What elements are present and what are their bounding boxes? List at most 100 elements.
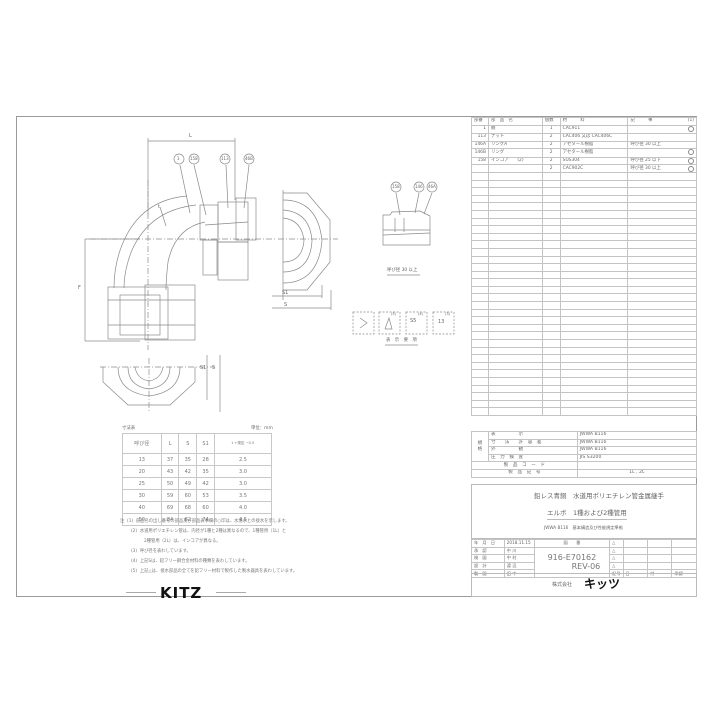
table-row [471, 407, 697, 416]
contact-mark-icon [688, 126, 694, 132]
standard-line: JWWA B116 基本構造及び性能規定準拠 [544, 525, 623, 530]
dimension-F-label: F [78, 285, 81, 291]
title-block: 鉛レス青銅 水道用ポリエチレン管金属継手 エルボ 1種および2種管用 JWWA … [471, 484, 697, 539]
detail-balloon-146: 146 [415, 184, 423, 189]
dimensions-caption: 寸法表 [122, 426, 136, 431]
revision-triangle-icon: △ [609, 561, 624, 571]
table-row [471, 384, 697, 394]
balloon-1: 1 [177, 156, 180, 161]
company-block: 株式会社 キッツ [471, 573, 697, 597]
company-name: 株式会社 [552, 582, 573, 588]
contact-mark-icon [688, 158, 694, 164]
revision-number: REV-06 [571, 562, 601, 572]
spec-row: 製 品 コ ー ド [471, 461, 698, 470]
dimension-t-label: t [158, 204, 160, 210]
note-5: (5) 上記△は、接水部品の全てを鉛フリー材料で製作した製水器具を表わしています… [131, 569, 298, 574]
detail-balloon-158: 158 [392, 184, 400, 189]
marking-caption: 表 示 要 項 [386, 338, 417, 343]
table-row [471, 316, 697, 325]
balloon-113: 113 [221, 156, 229, 161]
table-row [471, 209, 697, 219]
logo-rule-left [126, 592, 156, 593]
contact-mark-icon [688, 149, 694, 156]
header-qty: 個数 [541, 117, 561, 126]
table-row [471, 392, 697, 401]
detail-balloon-46A: 46A [428, 184, 436, 189]
table-row [471, 202, 697, 211]
table-row [471, 346, 697, 356]
logo-rule-right [216, 592, 246, 593]
table-row [471, 225, 697, 234]
marking-box-2-sup: (5) [391, 312, 397, 316]
dimension-S-bottom-label: S [212, 365, 216, 371]
table-row [471, 194, 697, 204]
table-row [471, 232, 697, 242]
dimensions-unit: 単位：mm [251, 426, 273, 431]
marking-box-3-sup: (4) [418, 312, 424, 316]
detail-caption: 呼び径 30 以上 [387, 268, 418, 273]
table-row [471, 339, 697, 348]
drawing-number: 916-E70162 [547, 553, 597, 563]
table-row [471, 399, 697, 409]
contact-mark-icon [688, 165, 694, 172]
company-brand: キッツ [584, 577, 621, 591]
dimension-S-label: S [284, 302, 288, 308]
product-title: 鉛レス青銅 水道用ポリエチレン管金属継手 [534, 492, 664, 500]
table-row [471, 361, 697, 371]
header-note: 記 事(1) [627, 117, 697, 126]
balloon-46B: 46B [245, 156, 253, 161]
table-row [471, 354, 697, 363]
table-row [471, 301, 697, 310]
notes-block: 注 (1) 部品名の出し番号の部品及び部品表事欄の○印は、水道水との接水を示しま… [120, 517, 297, 577]
table-row [471, 369, 697, 378]
note-1: 注 (1) 部品名の出し番号の部品及び部品表事欄の○印は、水道水との接水を示しま… [120, 519, 290, 524]
dimensions-header: 呼び径 L S S1 t +規定 −0.5 [122, 433, 273, 454]
parts-list-header: 部番 部 品 名 個数 材 料 記 事(1) [471, 117, 697, 126]
kitz-logo: KITZ [160, 584, 203, 602]
drawing-frame [16, 116, 697, 597]
table-row [471, 331, 697, 341]
marking-box-3-glyph: S5 [410, 318, 417, 324]
note-3: (3) 呼び径を表わしています。 [131, 549, 191, 554]
table-row [471, 217, 697, 227]
header-material: 材 料 [559, 117, 629, 126]
marking-box-4-sup: (3) [445, 312, 451, 316]
table-row [471, 308, 697, 318]
table-row [471, 323, 697, 333]
note-2: (2) 水道用ポリエチレン管は、内径が1種と2種は異なるので、1種管用（1L）と [131, 529, 287, 534]
table-row [471, 263, 697, 272]
table-row [471, 285, 697, 295]
table-row [471, 278, 697, 287]
table-row [471, 240, 697, 249]
table-row [471, 377, 697, 386]
table-row [471, 247, 697, 257]
revision-triangle-icon: △ [609, 539, 624, 548]
table-row [471, 187, 697, 196]
revision-triangle-icon: △ [609, 554, 624, 563]
header-part-name: 部 品 名 [487, 117, 543, 126]
table-row [471, 171, 697, 181]
table-row [471, 270, 697, 280]
dimension-S1-label: S1 [282, 290, 289, 296]
table-row [471, 293, 697, 303]
revision-triangle-icon: △ [609, 546, 624, 556]
note-4: (4) 上記Sは、鉛フリー鋼合金材料の種類を表わしています。 [131, 559, 250, 564]
balloon-158: 158 [190, 156, 198, 161]
